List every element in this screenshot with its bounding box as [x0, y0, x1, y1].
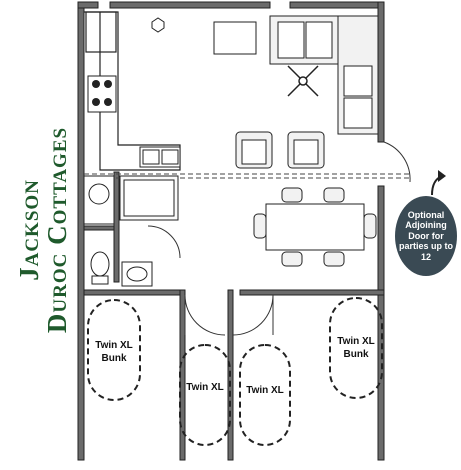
kitchen-sink-icon	[139, 146, 181, 168]
door-swings	[147, 141, 411, 336]
bed-label-3: Twin XL	[246, 385, 284, 396]
kitchen-counter	[84, 11, 181, 171]
brand-line-1: Jackson	[14, 179, 44, 281]
stove-icon	[87, 75, 117, 113]
beds	[87, 297, 383, 446]
armchair-icon	[235, 131, 325, 169]
adjoining-door-note: Optional Adjoining Door for parties up t…	[395, 196, 457, 276]
ceiling-light-icon	[151, 17, 165, 33]
bed-label-2: Twin XL	[186, 382, 224, 393]
ceiling-fan-icon	[287, 65, 319, 97]
side-table	[213, 21, 257, 55]
brand-logo: Jackson Duroc Cottages	[14, 0, 95, 470]
bathroom-fixtures	[83, 175, 179, 287]
brand-line-2: Duroc Cottages	[42, 126, 73, 334]
sofa-icon	[269, 15, 379, 135]
dining-table-icon	[253, 187, 377, 267]
